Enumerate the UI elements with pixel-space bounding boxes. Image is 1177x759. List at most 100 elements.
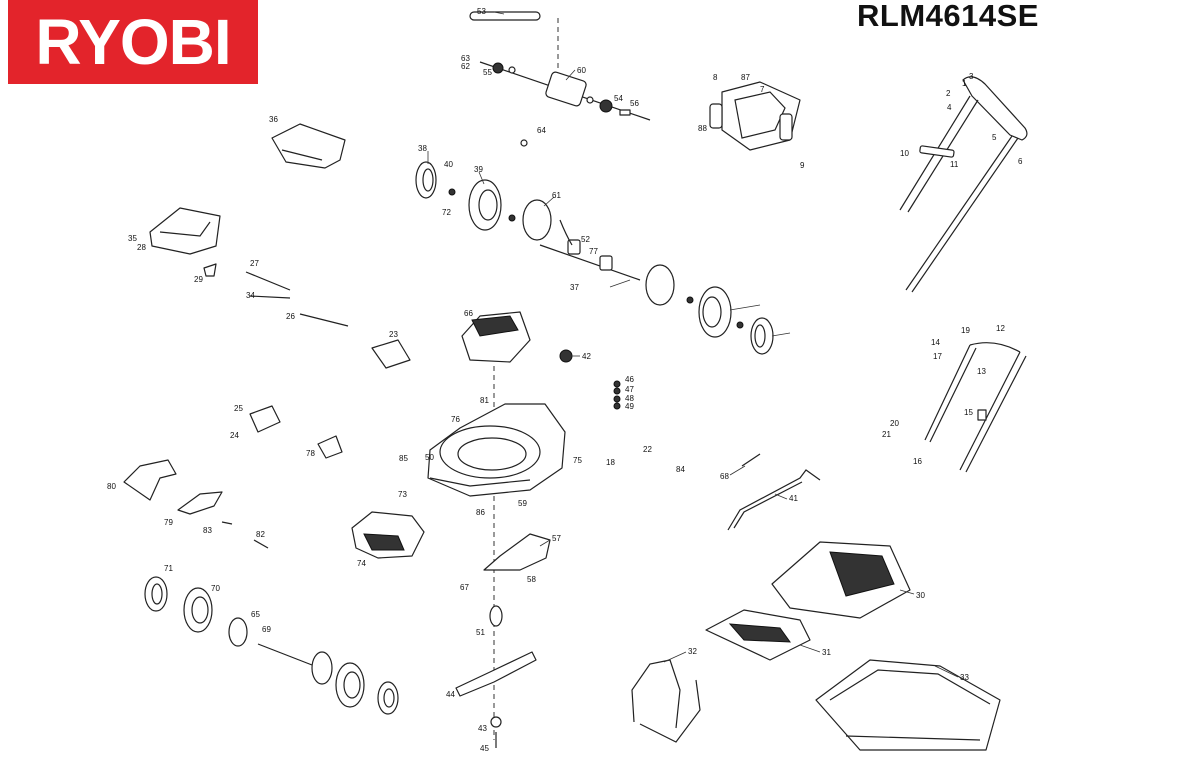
- callout-38: 38: [418, 144, 427, 153]
- callout-20: 20: [890, 419, 899, 428]
- callout-6: 6: [1018, 157, 1023, 166]
- callout-76: 76: [451, 415, 460, 424]
- grass-flap: [271, 123, 346, 169]
- grass-bag-bottom-plate: [705, 609, 811, 661]
- callout-64: 64: [537, 126, 546, 135]
- callout-40: 40: [444, 160, 453, 169]
- callout-59: 59: [518, 499, 527, 508]
- callout-7: 7: [760, 85, 765, 94]
- callout-8: 8: [713, 73, 718, 82]
- callout-13: 13: [977, 367, 986, 376]
- callout-21: 21: [882, 430, 891, 439]
- callout-79: 79: [164, 518, 173, 527]
- callout-80: 80: [107, 482, 116, 491]
- grass-bag-top: [771, 541, 911, 619]
- mower-deck: [427, 403, 566, 740]
- lower-handle: [924, 342, 1027, 473]
- callout-10: 10: [900, 149, 909, 158]
- callout-47: 47: [625, 385, 634, 394]
- callout-3: 3: [969, 72, 974, 81]
- grass-bag: [815, 659, 1001, 751]
- callout-14: 14: [931, 338, 940, 347]
- callout-1: 1: [962, 79, 967, 88]
- callout-37: 37: [570, 283, 579, 292]
- callout-28: 28: [137, 243, 146, 252]
- callout-69: 69: [262, 625, 271, 634]
- callout-23: 23: [389, 330, 398, 339]
- callout-26: 26: [286, 312, 295, 321]
- callout-43: 43: [478, 724, 487, 733]
- callout-60: 60: [577, 66, 586, 75]
- side-guards: [123, 459, 269, 549]
- callout-54: 54: [614, 94, 623, 103]
- small-parts-left: [203, 139, 528, 459]
- model-number: RLM4614SE: [857, 0, 1039, 33]
- callout-55: 55: [483, 68, 492, 77]
- callout-16: 16: [913, 457, 922, 466]
- callout-75: 75: [573, 456, 582, 465]
- callout-15: 15: [964, 408, 973, 417]
- callout-77: 77: [589, 247, 598, 256]
- fasteners: [613, 380, 621, 410]
- callout-82: 82: [256, 530, 265, 539]
- gearbox-assembly: [479, 61, 651, 121]
- grass-bag-frame: [631, 659, 701, 743]
- brake-rod: [727, 453, 821, 531]
- callout-31: 31: [822, 648, 831, 657]
- callout-19: 19: [961, 326, 970, 335]
- callout-leaders: [427, 11, 959, 678]
- callout-65: 65: [251, 610, 260, 619]
- logo-text: RYOBI: [35, 6, 231, 78]
- blade-adapter: [483, 533, 551, 627]
- callout-12: 12: [996, 324, 1005, 333]
- callout-36: 36: [269, 115, 278, 124]
- rear-wheel-left-upper: [415, 161, 516, 231]
- callout-34: 34: [246, 291, 255, 300]
- engine: [461, 311, 573, 410]
- callout-58: 58: [527, 575, 536, 584]
- callout-78: 78: [306, 449, 315, 458]
- callout-72: 72: [442, 208, 451, 217]
- callout-35: 35: [128, 234, 137, 243]
- callout-11: 11: [950, 160, 959, 169]
- rear-axle: [522, 199, 641, 281]
- callout-46: 46: [625, 375, 634, 384]
- callout-88: 88: [698, 124, 707, 133]
- callout-67: 67: [460, 583, 469, 592]
- callout-45: 45: [480, 744, 489, 753]
- callout-49: 49: [625, 402, 634, 411]
- callout-85: 85: [399, 454, 408, 463]
- callout-51: 51: [476, 628, 485, 637]
- callout-5: 5: [992, 133, 997, 142]
- callout-53: 53: [477, 7, 486, 16]
- callout-70: 70: [211, 584, 220, 593]
- callout-56: 56: [630, 99, 639, 108]
- upper-handle: [899, 76, 1028, 293]
- callout-30: 30: [916, 591, 925, 600]
- callout-24: 24: [230, 431, 239, 440]
- callout-2: 2: [946, 89, 951, 98]
- callout-57: 57: [552, 534, 561, 543]
- callout-39: 39: [474, 165, 483, 174]
- callout-62: 62: [461, 62, 470, 71]
- front-wheel-right: [335, 662, 399, 715]
- rear-flap: [149, 207, 221, 255]
- callout-22: 22: [643, 445, 652, 454]
- rear-wheel-right: [645, 264, 774, 355]
- callout-84: 84: [676, 465, 685, 474]
- callout-48: 48: [625, 394, 634, 403]
- callout-63: 63: [461, 54, 470, 63]
- drive-belt: [469, 11, 559, 72]
- callout-87: 87: [741, 73, 750, 82]
- callout-33: 33: [960, 673, 969, 682]
- callout-83: 83: [203, 526, 212, 535]
- callout-50: 50: [425, 453, 434, 462]
- callout-17: 17: [933, 352, 942, 361]
- callout-27: 27: [250, 259, 259, 268]
- callout-73: 73: [398, 490, 407, 499]
- callout-18: 18: [606, 458, 615, 467]
- callout-9: 9: [800, 161, 805, 170]
- cutting-blade: [455, 651, 537, 748]
- callout-74: 74: [357, 559, 366, 568]
